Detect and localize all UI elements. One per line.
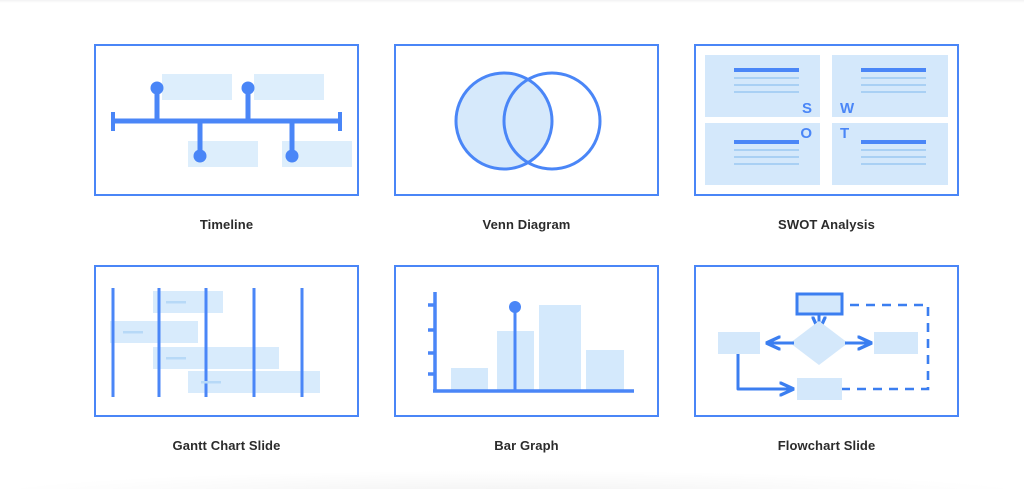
- gantt-diagram: [110, 288, 320, 397]
- flowchart-decision-diamond: [790, 321, 848, 365]
- swot-letter-t: T: [840, 125, 849, 142]
- gantt-bar-1: [153, 291, 223, 313]
- timeline-marker-dot-4: [285, 149, 299, 163]
- gallery-item-timeline[interactable]: Timeline: [94, 44, 359, 232]
- flowchart-left-box: [718, 332, 760, 354]
- bar-graph-bar-1: [451, 368, 488, 391]
- swot-text-rule-o-3: [734, 163, 799, 165]
- swot-text-rule-s-2: [734, 84, 799, 86]
- swot-text-rule-w-3: [861, 91, 926, 93]
- swot-quadrant-threats: [832, 123, 948, 185]
- flowchart-bottom-box: [797, 378, 842, 400]
- gallery-item-flowchart-slide[interactable]: Flowchart Slide: [694, 265, 959, 453]
- timeline-marker-dot-1: [150, 81, 164, 95]
- swot-text-rule-s-3: [734, 91, 799, 93]
- flowchart-start-box: [795, 292, 844, 316]
- swot-heading-rule-s: [734, 68, 799, 72]
- swot-heading-rule-o: [734, 140, 799, 144]
- venn-circle-right: [502, 71, 602, 171]
- flowchart-arrow-left-to-bottom: [736, 354, 792, 389]
- timeline-diagram: [111, 74, 352, 167]
- flowchart-dashed-feedback-path: [841, 303, 930, 391]
- gallery-item-label-timeline: Timeline: [199, 217, 254, 232]
- venn-diagram: [454, 71, 602, 171]
- flowchart-right-box: [874, 332, 918, 354]
- swot-letter-o: O: [800, 125, 812, 142]
- timeline-card[interactable]: [94, 44, 359, 196]
- swot-text-rule-t-3: [861, 163, 926, 165]
- flowchart-diagram: [718, 292, 930, 400]
- gallery-item-label-bar-graph: Bar Graph: [494, 438, 559, 453]
- bar-graph-diagram: [428, 292, 634, 393]
- timeline-label-block-2: [254, 74, 324, 100]
- gantt-bar-label-3: [166, 357, 186, 360]
- timeline-label-block-1: [162, 74, 232, 100]
- swot-text-rule-w-1: [861, 77, 926, 79]
- template-gallery-grid: Timeline Venn Diagram: [94, 44, 960, 453]
- swot-quadrant-opportunities: [705, 123, 820, 185]
- bar-graph-bar-4: [586, 350, 624, 391]
- gallery-item-label-flowchart-slide: Flowchart Slide: [777, 438, 876, 453]
- bar-graph-card[interactable]: [394, 265, 659, 417]
- swot-text-rule-o-1: [734, 149, 799, 151]
- timeline-marker-dot-3: [193, 149, 207, 163]
- swot-text-rule-t-2: [861, 156, 926, 158]
- timeline-marker-dot-2: [241, 81, 255, 95]
- swot-diagram: S W O T: [705, 55, 948, 185]
- flowchart-card[interactable]: [694, 265, 959, 417]
- gallery-item-gantt-chart-slide[interactable]: Gantt Chart Slide: [94, 265, 359, 453]
- swot-text-rule-t-1: [861, 149, 926, 151]
- swot-analysis-card[interactable]: S W O T: [694, 44, 959, 196]
- gantt-chart-card[interactable]: [94, 265, 359, 417]
- venn-diagram-card[interactable]: [394, 44, 659, 196]
- swot-letter-s: S: [802, 100, 812, 117]
- swot-heading-rule-w: [861, 68, 926, 72]
- bar-graph-marker-dot: [509, 301, 521, 313]
- gantt-bar-label-1: [166, 301, 186, 304]
- gallery-item-label-venn-diagram: Venn Diagram: [482, 217, 571, 232]
- swot-heading-rule-t: [861, 140, 926, 144]
- bottom-shadow: [0, 455, 1024, 489]
- gantt-bar-3: [153, 347, 279, 369]
- gallery-item-swot-analysis[interactable]: S W O T SWOT Analysis: [694, 44, 959, 232]
- gantt-bar-label-2: [123, 331, 143, 334]
- gallery-item-label-swot-analysis: SWOT Analysis: [778, 217, 875, 232]
- gallery-item-venn-diagram[interactable]: Venn Diagram: [394, 44, 659, 232]
- gallery-item-label-gantt-chart-slide: Gantt Chart Slide: [172, 438, 281, 453]
- gallery-item-bar-graph[interactable]: Bar Graph: [394, 265, 659, 453]
- bar-graph-bar-3: [539, 305, 581, 391]
- gantt-bar-label-4: [201, 381, 221, 384]
- swot-text-rule-o-2: [734, 156, 799, 158]
- swot-text-rule-w-2: [861, 84, 926, 86]
- gantt-bar-2: [110, 321, 198, 343]
- swot-text-rule-s-1: [734, 77, 799, 79]
- top-divider: [0, 0, 1024, 3]
- swot-letter-w: W: [840, 100, 855, 117]
